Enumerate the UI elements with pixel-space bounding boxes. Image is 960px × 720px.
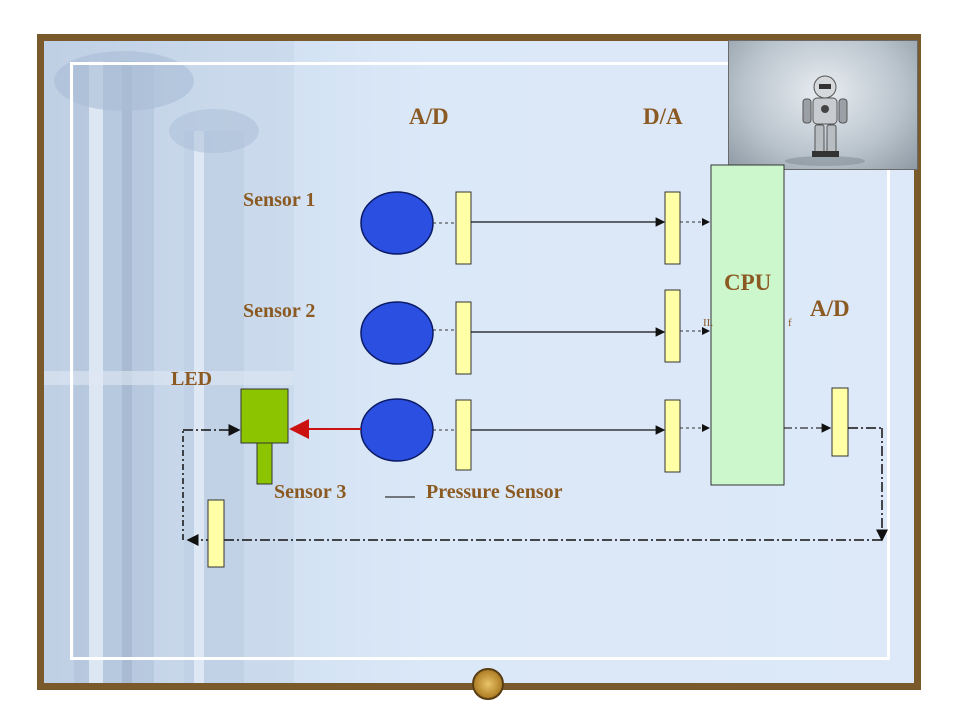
feedback-converter — [207, 499, 225, 568]
led-label: LED — [171, 368, 213, 390]
cpu-block — [710, 164, 785, 486]
da-converter-3 — [664, 399, 681, 473]
ad-converter-3 — [455, 399, 472, 471]
led-block — [240, 388, 289, 444]
university-seal-icon — [472, 668, 504, 700]
pressure-sensor-label: Pressure Sensor — [426, 481, 563, 503]
cpu-port-right-label: f — [788, 317, 792, 329]
sensor-2-label: Sensor 2 — [243, 300, 316, 322]
robot-photo — [728, 40, 918, 170]
ad-header-right: A/D — [810, 296, 850, 321]
cpu-port-left-label: II. — [703, 317, 714, 329]
inner-white-border — [70, 62, 890, 660]
sensor-3-label: Sensor 3 — [274, 481, 347, 503]
column-background-image — [44, 41, 294, 683]
ad-converter-2 — [455, 301, 472, 375]
sensor-3-circle — [360, 398, 434, 462]
sensor-2-circle — [360, 301, 434, 365]
da-converter-2 — [664, 289, 681, 363]
led-stem — [256, 442, 273, 485]
ad-converter-output — [831, 387, 849, 457]
da-converter-1 — [664, 191, 681, 265]
da-header: D/A — [643, 104, 683, 129]
sensor-1-label: Sensor 1 — [243, 189, 316, 211]
sensor-1-circle — [360, 191, 434, 255]
ad-header-left: A/D — [409, 104, 449, 129]
ad-converter-1 — [455, 191, 472, 265]
cpu-label: CPU — [724, 270, 772, 295]
